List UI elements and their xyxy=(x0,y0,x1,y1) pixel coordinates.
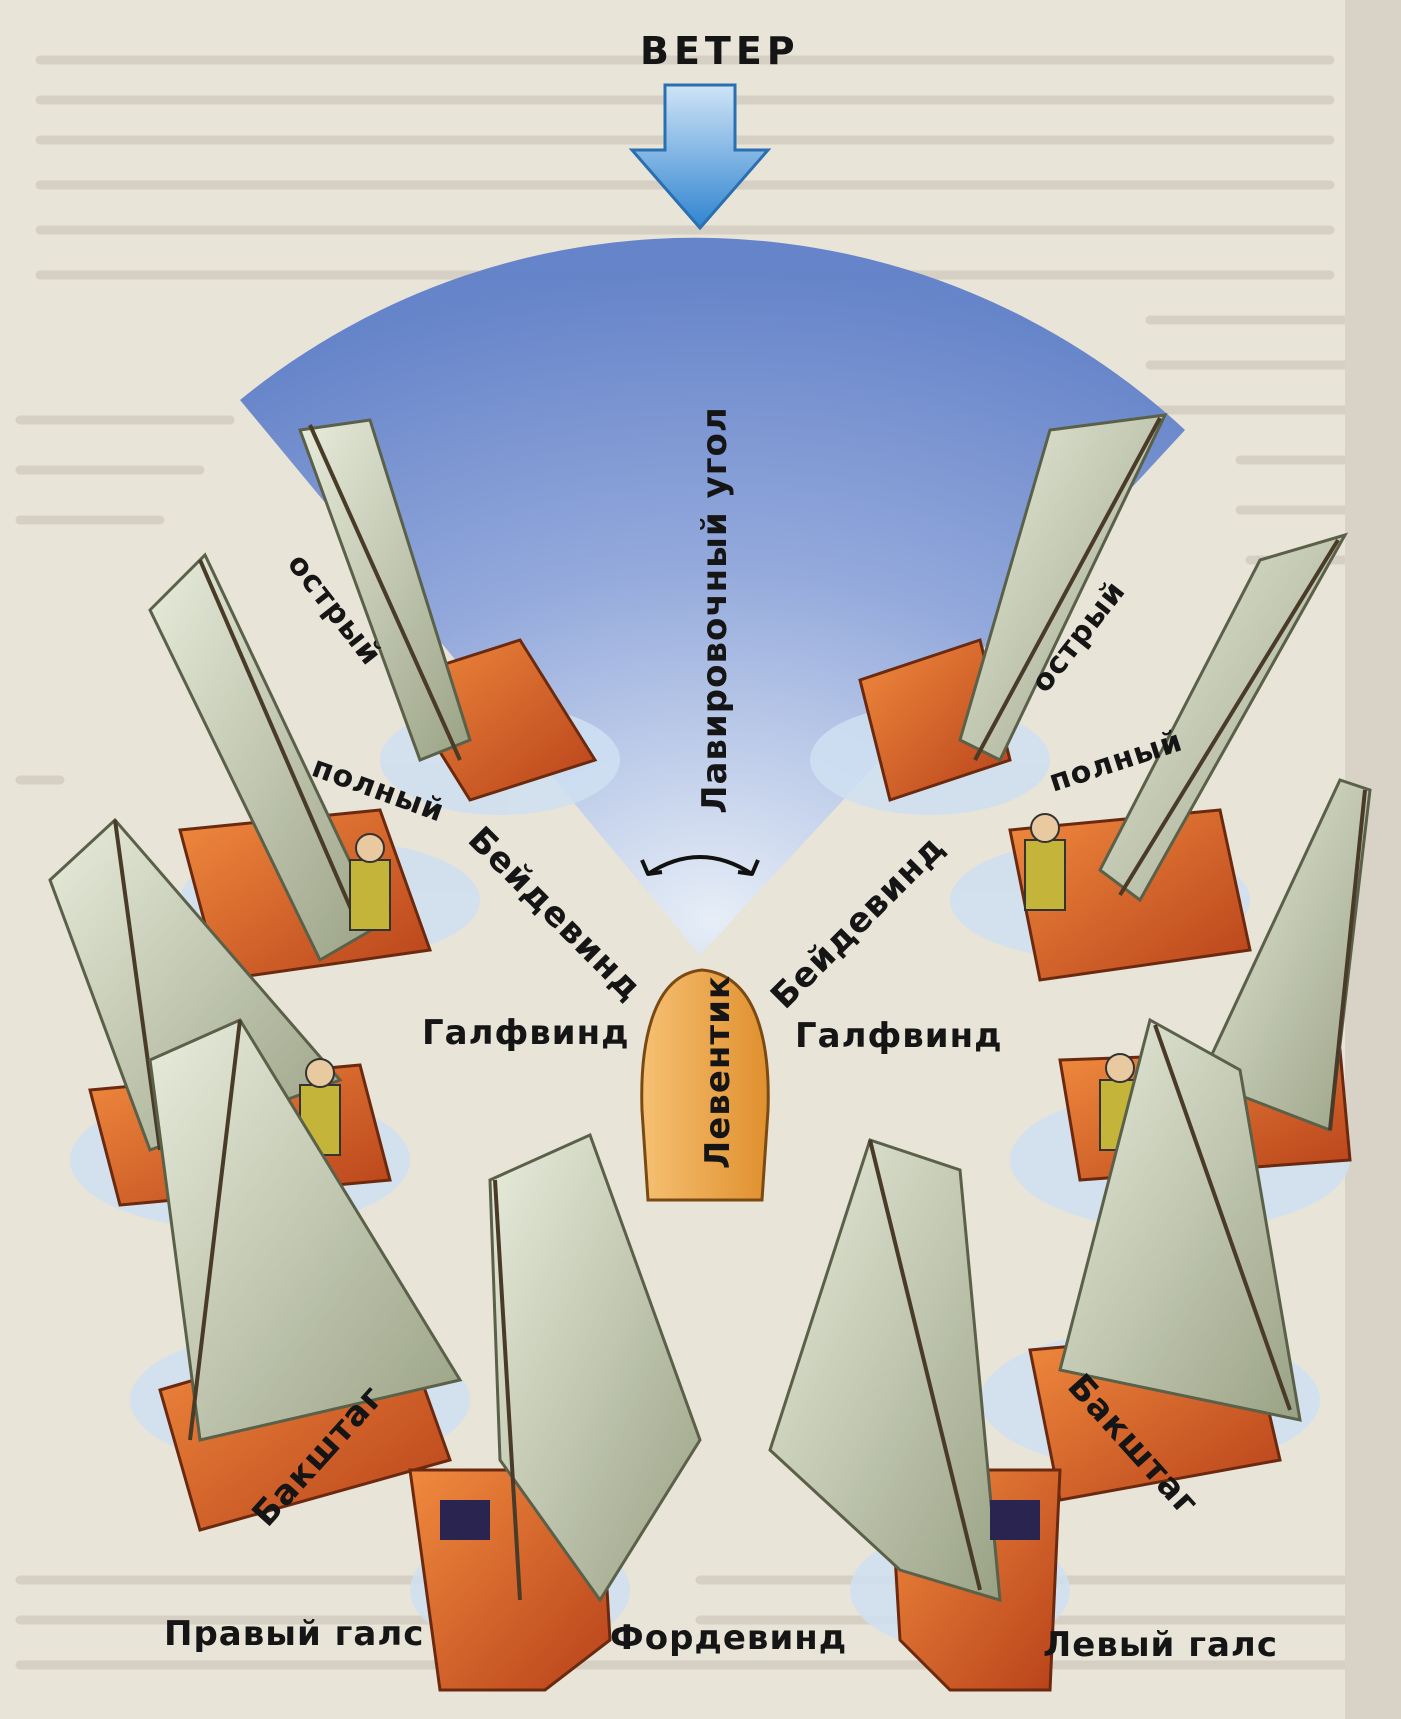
center-boat-label: Левентик xyxy=(701,975,735,1169)
label-port-tack: Левый галс xyxy=(1043,1628,1278,1662)
label-beam-reach-right: Галфвинд xyxy=(795,1019,1003,1053)
wind-title: ВЕТЕР xyxy=(640,32,800,70)
tacking-angle-label: Лавировочный угол xyxy=(698,406,732,814)
label-beam-reach-left: Галфвинд xyxy=(422,1016,630,1050)
label-starboard-tack: Правый галс xyxy=(164,1617,424,1651)
wind-arrow-icon xyxy=(632,85,768,228)
label-run: Фордевинд xyxy=(610,1621,847,1655)
